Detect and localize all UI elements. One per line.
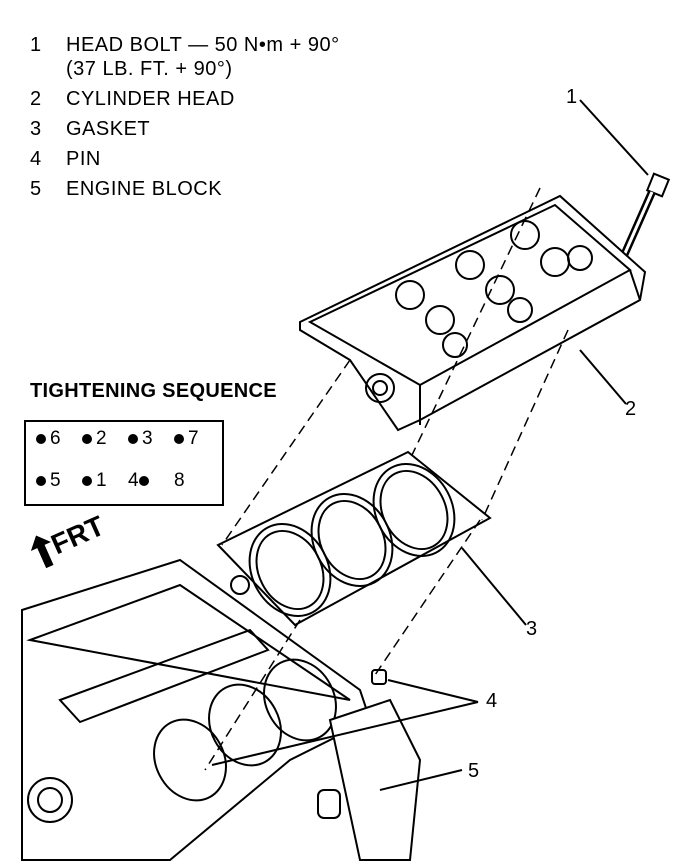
legend-label: HEAD BOLT — 50 N•m + 90° <box>66 34 340 56</box>
engine-block-drawing <box>21 558 422 861</box>
sequence-cell: 6 <box>36 428 82 450</box>
sequence-row-bottom: 5 1 4 8 <box>36 470 220 492</box>
tightening-sequence-title: TIGHTENING SEQUENCE <box>30 380 277 402</box>
legend-number: 4 <box>30 148 42 170</box>
sequence-number: 8 <box>174 470 185 491</box>
sequence-cell: 7 <box>174 428 220 450</box>
sequence-cell: 8 <box>174 470 220 492</box>
legend-sub-label: (37 LB. FT. + 90°) <box>66 58 233 80</box>
alignment-lines <box>204 187 569 771</box>
legend-number: 1 <box>30 34 42 56</box>
legend-number: 2 <box>30 88 42 110</box>
legend-item-1: 1 HEAD BOLT — 50 N•m + 90° <box>30 30 340 60</box>
sequence-cell: 1 <box>82 470 128 492</box>
sequence-number: 5 <box>50 470 61 491</box>
bolt-dot-icon <box>138 476 149 486</box>
bolt-dot-icon <box>82 434 92 444</box>
legend-item-5: 5 ENGINE BLOCK <box>30 174 340 204</box>
callout-5: 5 <box>468 760 480 782</box>
sequence-number: 6 <box>50 428 61 449</box>
sequence-number: 3 <box>142 428 153 449</box>
sequence-cell: 5 <box>36 470 82 492</box>
front-arrow-icon <box>30 535 54 569</box>
head-bolt-drawing <box>618 172 671 262</box>
callout-4: 4 <box>486 690 498 712</box>
gasket-drawing <box>216 450 492 627</box>
legend-label: ENGINE BLOCK <box>66 178 223 200</box>
bolt-dot-icon <box>36 476 46 486</box>
parts-legend: 1 HEAD BOLT — 50 N•m + 90° (37 LB. FT. +… <box>30 30 340 204</box>
sequence-cell: 3 <box>128 428 174 450</box>
callout-3: 3 <box>526 618 538 640</box>
legend-label: CYLINDER HEAD <box>66 88 235 110</box>
callout-1: 1 <box>566 86 578 108</box>
sequence-number: 7 <box>188 428 199 449</box>
callout-2: 2 <box>625 398 637 420</box>
legend-item-4: 4 PIN <box>30 144 340 174</box>
tightening-sequence-box: 6 2 3 7 5 1 4 8 <box>24 420 224 506</box>
pin-drawing <box>371 669 387 685</box>
sequence-number: 4 <box>128 470 139 491</box>
bolt-dot-icon <box>174 434 184 444</box>
sequence-number: 1 <box>96 470 107 491</box>
legend-item-2: 2 CYLINDER HEAD <box>30 84 340 114</box>
sequence-row-top: 6 2 3 7 <box>36 428 220 450</box>
legend-number: 5 <box>30 178 42 200</box>
front-direction-indicator: FRT <box>26 509 110 571</box>
bolt-dot-icon <box>82 476 92 486</box>
bolt-dot-icon <box>128 434 138 444</box>
bolt-dot-icon <box>36 434 46 444</box>
legend-label: GASKET <box>66 118 151 140</box>
sequence-cell: 4 <box>128 470 174 492</box>
cylinder-head-drawing <box>299 194 647 432</box>
sequence-number: 2 <box>96 428 107 449</box>
callout-leaders <box>211 99 649 791</box>
legend-label: PIN <box>66 148 101 170</box>
sequence-cell: 2 <box>82 428 128 450</box>
legend-number: 3 <box>30 118 42 140</box>
legend-item-3: 3 GASKET <box>30 114 340 144</box>
